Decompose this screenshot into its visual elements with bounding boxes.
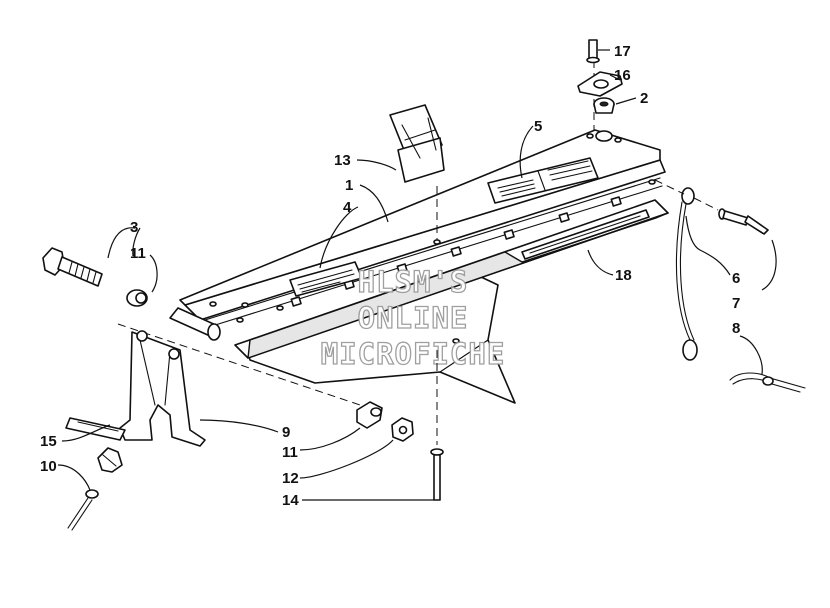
callout-labels: 17 16 2 5 13 1 4 3 11 18 6 7 8 9 11 12 1… xyxy=(40,43,740,509)
watermark-line-1: HLSM'S xyxy=(358,265,469,299)
callout-10: 10 xyxy=(40,458,57,475)
pivot-tube xyxy=(169,307,221,341)
callout-12: 12 xyxy=(282,470,299,487)
callout-16: 16 xyxy=(614,67,631,84)
grommet-hole xyxy=(595,130,613,142)
mount-plate xyxy=(577,71,623,97)
bushing-rear xyxy=(356,401,383,429)
bolt-axis-line xyxy=(117,323,361,406)
callout-14: 14 xyxy=(282,492,299,509)
callout-7: 7 xyxy=(732,295,740,312)
retainer-plate xyxy=(65,417,126,441)
tongue-side-flange xyxy=(247,212,669,359)
hitch-bracket xyxy=(119,330,206,447)
callout-9: 9 xyxy=(282,424,290,441)
callout-18: 18 xyxy=(615,267,632,284)
lock-pin xyxy=(67,489,99,531)
watermark-line-3: MICROFICHE xyxy=(321,337,506,371)
callout-5: 5 xyxy=(534,118,542,135)
lock-nut xyxy=(391,417,414,442)
bushing-front xyxy=(126,289,148,307)
rubber-grommet xyxy=(593,97,615,114)
hitch-tongue-assembly xyxy=(169,129,669,404)
callout-11-front: 11 xyxy=(130,245,146,262)
callout-6: 6 xyxy=(732,270,740,287)
callout-4: 4 xyxy=(343,199,352,216)
watermark: HLSM'S ONLINE MICROFICHE xyxy=(320,264,506,371)
retainer-clip xyxy=(97,447,123,473)
callout-3: 3 xyxy=(130,219,138,236)
callout-11-rear: 11 xyxy=(282,444,298,461)
wire-clip xyxy=(389,104,445,240)
safety-cable xyxy=(654,179,698,361)
deck-holes xyxy=(209,133,656,344)
screw-top xyxy=(586,39,600,64)
callout-2: 2 xyxy=(640,90,648,107)
callout-8: 8 xyxy=(732,320,740,337)
callout-13: 13 xyxy=(334,152,351,169)
hinge-knuckles xyxy=(290,196,622,307)
watermark-line-2: ONLINE xyxy=(358,301,469,335)
hair-pin-clip xyxy=(729,372,806,393)
callout-15: 15 xyxy=(40,433,57,450)
leader-lines xyxy=(57,49,777,501)
hitch-bolt xyxy=(42,247,103,287)
reflective-strip-decal xyxy=(521,209,650,260)
callout-1: 1 xyxy=(345,177,353,194)
warning-decal-front xyxy=(289,261,363,297)
rivet-bottom xyxy=(430,350,444,501)
grommet-stack xyxy=(577,39,623,130)
hitch-pin xyxy=(693,197,769,235)
warning-decal-rear xyxy=(487,157,599,204)
callout-17: 17 xyxy=(614,43,631,60)
